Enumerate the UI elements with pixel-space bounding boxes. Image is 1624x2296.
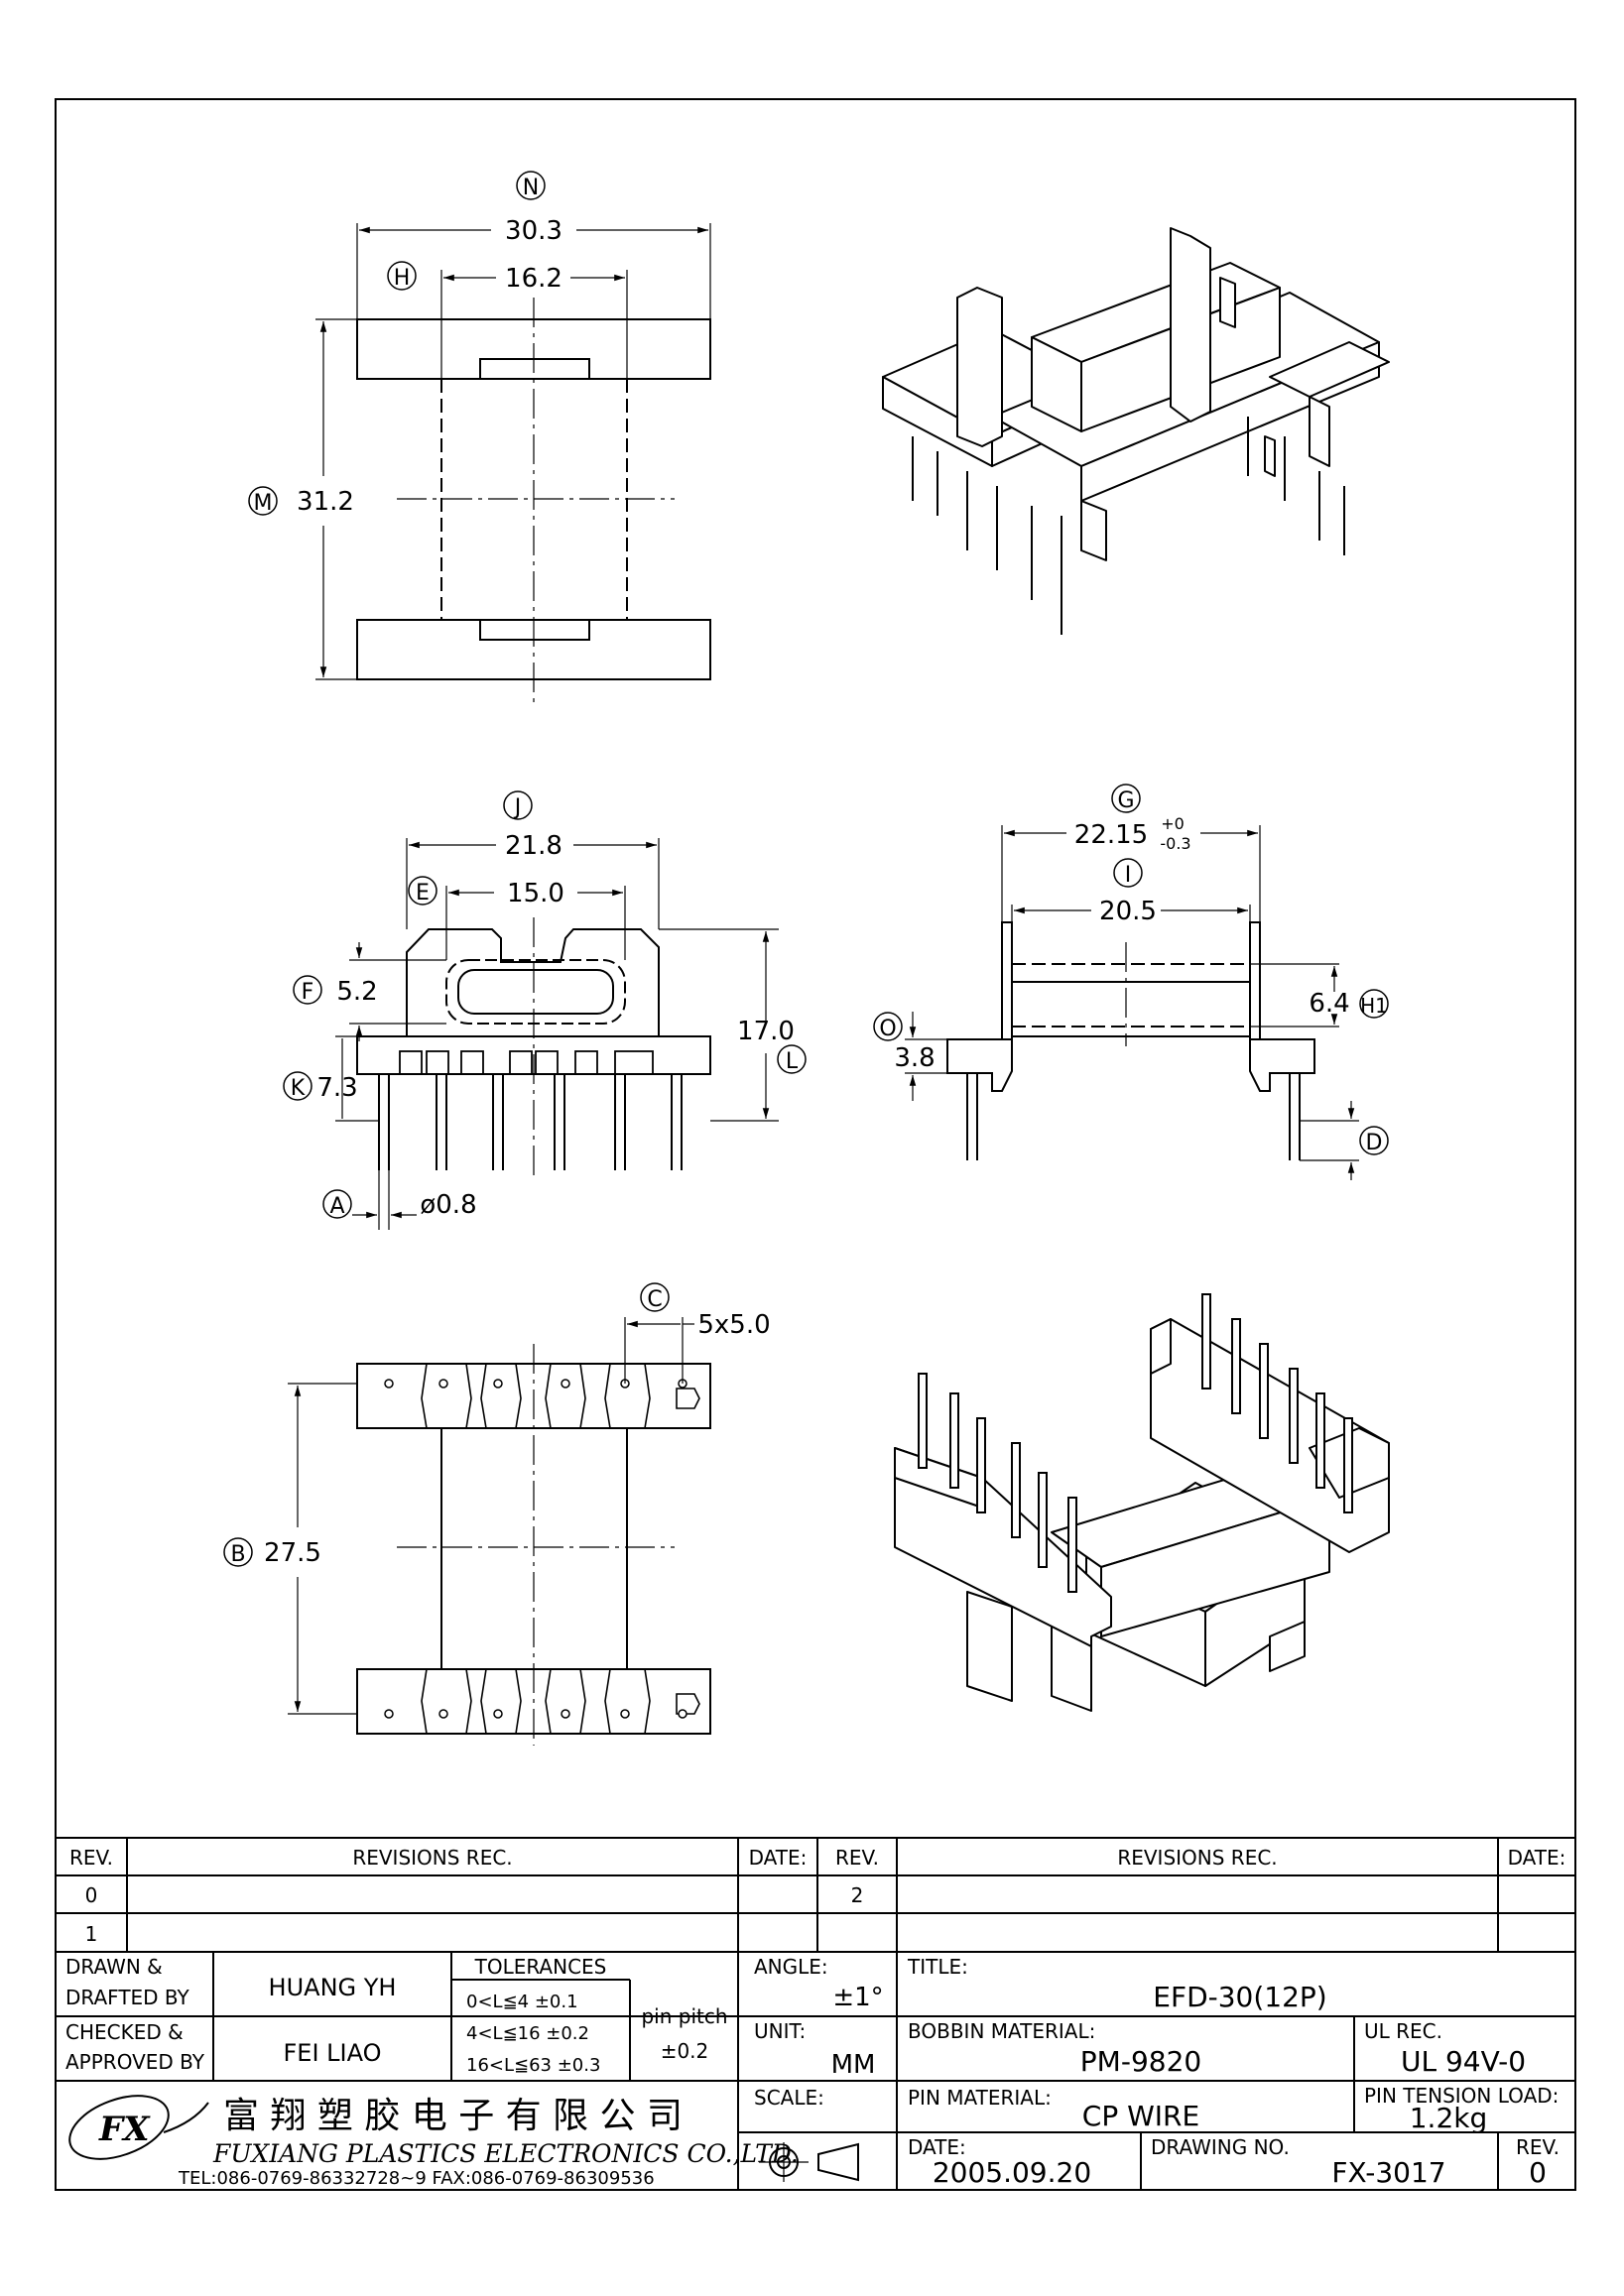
rev-label: REV. bbox=[1516, 2135, 1560, 2159]
dim-flange-inner: 16.2 bbox=[505, 264, 562, 294]
label-k: K bbox=[291, 1076, 306, 1101]
pin-tension-value: 1.2kg bbox=[1410, 2102, 1488, 2134]
label-b: B bbox=[230, 1542, 245, 1567]
dim-tol-minus: -0.3 bbox=[1160, 834, 1190, 853]
dim-pin-dia: ø0.8 bbox=[420, 1190, 476, 1220]
label-g: G bbox=[1117, 788, 1134, 813]
label-h1: H1 bbox=[1360, 994, 1388, 1018]
label-c: C bbox=[647, 1287, 662, 1312]
pin-tension-label: PIN TENSION LOAD: bbox=[1364, 2084, 1559, 2108]
checked-label-2: APPROVED BY bbox=[65, 2050, 205, 2074]
dim-front-inner: 15.0 bbox=[507, 879, 564, 908]
angle-value: ±1° bbox=[832, 1983, 883, 2012]
dim-overall-width: 30.3 bbox=[505, 216, 562, 246]
label-f: F bbox=[302, 980, 314, 1005]
company-name-en: FUXIANG PLASTICS ELECTRONICS CO.,LTD. bbox=[212, 2139, 799, 2168]
company-logo: FX bbox=[68, 2095, 209, 2160]
front-view bbox=[283, 790, 807, 1230]
label-m: M bbox=[254, 491, 273, 516]
rec-header-left: REVISIONS REC. bbox=[352, 1846, 512, 1870]
ul-rec-label: UL REC. bbox=[1364, 2019, 1442, 2043]
title-label: TITLE: bbox=[907, 1955, 968, 1979]
title-value: EFD-30(12P) bbox=[1153, 1981, 1326, 2013]
dim-tol-plus: +0 bbox=[1161, 814, 1185, 833]
label-e: E bbox=[416, 881, 430, 906]
sheet-border bbox=[55, 98, 1576, 2191]
dim-side-base: 3.8 bbox=[894, 1043, 935, 1073]
rev-row-0: 0 bbox=[85, 1883, 98, 1907]
date-header-left: DATE: bbox=[749, 1846, 808, 1870]
bobbin-material-value: PM-9820 bbox=[1080, 2045, 1201, 2078]
dim-height: 31.2 bbox=[297, 487, 354, 517]
tolerance-2: 4<L≦16 ±0.2 bbox=[466, 2023, 589, 2044]
bobbin-material-label: BOBBIN MATERIAL: bbox=[908, 2019, 1095, 2043]
company-name-cn: 富 翔 塑 胶 电 子 有 限 公 司 bbox=[223, 2096, 683, 2136]
pin-pitch-label: pin pitch bbox=[641, 2004, 727, 2028]
ul-rec-value: UL 94V-0 bbox=[1401, 2045, 1526, 2078]
iso-top-pins bbox=[912, 417, 1345, 635]
top-view bbox=[248, 171, 711, 704]
drawing-no-label: DRAWING NO. bbox=[1151, 2135, 1290, 2159]
title-block bbox=[56, 1952, 1575, 2190]
dim-length-inner: 20.5 bbox=[1099, 897, 1157, 926]
dim-base: 7.3 bbox=[316, 1073, 357, 1103]
drawn-by: HUANG YH bbox=[269, 1974, 397, 2001]
label-h: H bbox=[394, 266, 411, 291]
angle-label: ANGLE: bbox=[754, 1955, 828, 1979]
label-l: L bbox=[786, 1049, 799, 1074]
pin-material-value: CP WIRE bbox=[1082, 2100, 1199, 2132]
checked-by: FEI LIAO bbox=[283, 2039, 381, 2067]
dim-front-height: 17.0 bbox=[737, 1017, 795, 1046]
scale-label: SCALE: bbox=[754, 2086, 824, 2110]
iso-view-bottom bbox=[894, 1318, 1390, 1712]
bottom-view bbox=[223, 1282, 711, 1746]
date-label: DATE: bbox=[908, 2135, 966, 2159]
logo-text: FX bbox=[98, 2110, 151, 2149]
drawn-label-2: DRAFTED BY bbox=[65, 1986, 190, 2009]
rev-header-right: REV. bbox=[835, 1846, 879, 1870]
pin-material-label: PIN MATERIAL: bbox=[908, 2086, 1052, 2110]
side-view bbox=[873, 784, 1389, 1180]
tolerances-header: TOLERANCES bbox=[474, 1955, 607, 1979]
dim-pitch: 5x5.0 bbox=[697, 1310, 770, 1340]
dim-window: 5.2 bbox=[336, 977, 377, 1007]
revision-table bbox=[56, 1837, 1575, 1953]
iso-bottom-pins bbox=[918, 1293, 1353, 1593]
dim-core: 6.4 bbox=[1309, 989, 1349, 1019]
rev-header-left: REV. bbox=[69, 1846, 113, 1870]
label-j: J bbox=[513, 795, 522, 820]
date-header-right: DATE: bbox=[1508, 1846, 1566, 1870]
dim-length-main: 22.15 bbox=[1074, 820, 1148, 850]
tolerance-3: 16<L≦63 ±0.3 bbox=[466, 2055, 600, 2076]
rev-row-2: 2 bbox=[851, 1883, 864, 1907]
dim-row-spacing: 27.5 bbox=[264, 1538, 321, 1568]
label-d: D bbox=[1366, 1131, 1383, 1155]
rec-header-right: REVISIONS REC. bbox=[1117, 1846, 1277, 1870]
date-value: 2005.09.20 bbox=[933, 2156, 1091, 2189]
dim-front-width: 21.8 bbox=[505, 831, 562, 861]
drawing-no-value: FX-3017 bbox=[1331, 2156, 1445, 2189]
checked-label-1: CHECKED & bbox=[65, 2020, 184, 2044]
iso-view-top bbox=[882, 227, 1390, 561]
label-i: I bbox=[1125, 863, 1132, 888]
rev-value: 0 bbox=[1529, 2156, 1547, 2189]
unit-value: MM bbox=[831, 2050, 876, 2080]
label-o: O bbox=[879, 1017, 896, 1041]
company-contact: TEL:086-0769-86332728~9 FAX:086-0769-863… bbox=[178, 2168, 655, 2189]
tolerance-1: 0<L≦4 ±0.1 bbox=[466, 1992, 578, 2012]
pin-pitch-value: ±0.2 bbox=[661, 2039, 709, 2063]
label-n: N bbox=[523, 176, 539, 200]
rev-row-1: 1 bbox=[85, 1922, 98, 1946]
unit-label: UNIT: bbox=[754, 2019, 806, 2043]
drawn-label-1: DRAWN & bbox=[65, 1955, 163, 1979]
label-a: A bbox=[329, 1194, 344, 1219]
